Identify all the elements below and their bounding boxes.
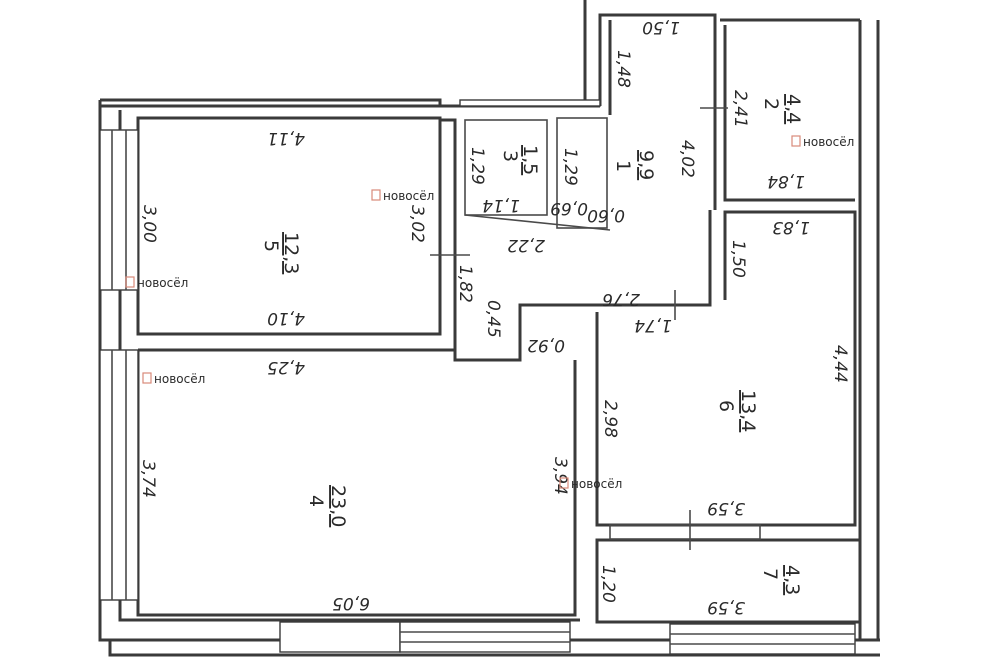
room-labels: 5 12,3 3 1,5 1 9,9 2 4,4 4 23,0 6 13,4 7… [260, 94, 804, 595]
room-2-area: 4,4 [782, 94, 804, 124]
dim-label: 1,50 [728, 240, 748, 278]
window-top [459, 99, 601, 107]
dim-label: 6,05 [332, 593, 370, 613]
watermark-text: новосёл [154, 372, 205, 386]
dim-label: 1,82 [455, 265, 475, 303]
dim-label: 2,22 [507, 235, 545, 255]
dimension-labels: 1,50 1,48 2,41 4,02 1,84 1,83 1,29 1,29 … [138, 17, 850, 617]
dim-label: 2,98 [600, 400, 620, 438]
dim-label: 1,20 [598, 565, 618, 603]
dim-label: 4,10 [267, 308, 305, 328]
room-6-area: 13,4 [737, 390, 759, 432]
watermarks: новосёл новосёл новосёл новосёл новосёл [125, 135, 854, 491]
dim-label: 1,74 [634, 315, 672, 335]
window-left-upper [99, 129, 139, 291]
dim-label: 4,25 [267, 357, 305, 377]
room-1-number: 1 [612, 160, 634, 172]
dim-label: 4,44 [830, 345, 850, 383]
window-bottom-3 [669, 623, 856, 655]
room-5-number: 5 [260, 240, 282, 252]
dim-label: 4,02 [677, 140, 697, 178]
dim-label: 1,50 [642, 17, 680, 37]
watermark-text: новосёл [383, 189, 434, 203]
watermark-text: новосёл [571, 477, 622, 491]
dim-label: 2,76 [602, 289, 640, 309]
room-3-area: 1,5 [519, 145, 541, 175]
dim-label: 3,02 [407, 205, 427, 243]
dim-label: 3,94 [550, 457, 570, 495]
dim-label: 1,29 [467, 147, 487, 185]
room-7-area: 4,3 [781, 565, 803, 595]
dim-label: 1,84 [767, 171, 805, 191]
dim-label: 0,45 [483, 300, 503, 338]
room-5-area: 12,3 [280, 232, 302, 274]
dim-label: 3,59 [707, 597, 745, 617]
window-left-lower [99, 349, 139, 601]
room-3-number: 3 [499, 150, 521, 162]
dim-label: 3,59 [707, 498, 745, 518]
dim-label: 4,11 [267, 128, 305, 148]
room-7-number: 7 [759, 568, 781, 580]
window-bottom-2 [399, 621, 571, 653]
window-bottom-1 [279, 621, 401, 653]
room-4-number: 4 [305, 495, 327, 507]
watermark-logo: новосёл [371, 189, 434, 203]
dim-label: 1,14 [482, 195, 520, 215]
dim-label: 0,69 [550, 198, 588, 218]
watermark-text: новосёл [137, 276, 188, 290]
room-4-area: 23,0 [327, 485, 349, 527]
room-walls [136, 116, 862, 624]
dim-label: 0,60 [587, 205, 625, 225]
room-6-number: 6 [715, 400, 737, 412]
watermark-logo: новосёл [559, 477, 622, 491]
dim-label: 1,48 [613, 50, 633, 88]
watermark-logo: новосёл [125, 276, 188, 290]
watermark-logo: новосёл [791, 135, 854, 149]
watermark-logo: новосёл [142, 372, 205, 386]
dim-label: 3,74 [138, 460, 158, 498]
room-2-number: 2 [760, 98, 782, 110]
dim-label: 2,41 [730, 90, 750, 128]
dim-label: 1,83 [772, 217, 810, 237]
watermark-text: новосёл [803, 135, 854, 149]
dim-label: 3,00 [139, 205, 159, 243]
windows [99, 99, 856, 655]
doors [430, 107, 761, 550]
dim-label: 0,92 [527, 335, 565, 355]
dim-label: 1,29 [560, 148, 580, 186]
room-1-area: 9,9 [635, 150, 657, 180]
